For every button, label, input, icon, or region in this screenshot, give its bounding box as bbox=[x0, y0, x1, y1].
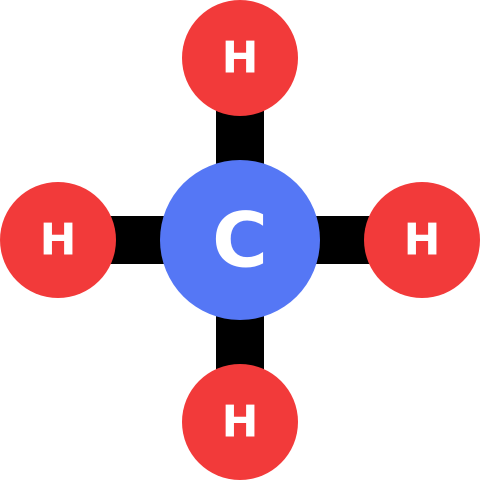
hydrogen-label-bottom: H bbox=[222, 397, 259, 448]
hydrogen-atom-left: H bbox=[0, 182, 116, 298]
carbon-label: C bbox=[212, 196, 268, 285]
hydrogen-label-left: H bbox=[40, 215, 77, 266]
hydrogen-atom-right: H bbox=[364, 182, 480, 298]
hydrogen-label-right: H bbox=[404, 215, 441, 266]
hydrogen-label-top: H bbox=[222, 33, 259, 84]
carbon-atom: C bbox=[160, 160, 320, 320]
hydrogen-atom-bottom: H bbox=[182, 364, 298, 480]
hydrogen-atom-top: H bbox=[182, 0, 298, 116]
